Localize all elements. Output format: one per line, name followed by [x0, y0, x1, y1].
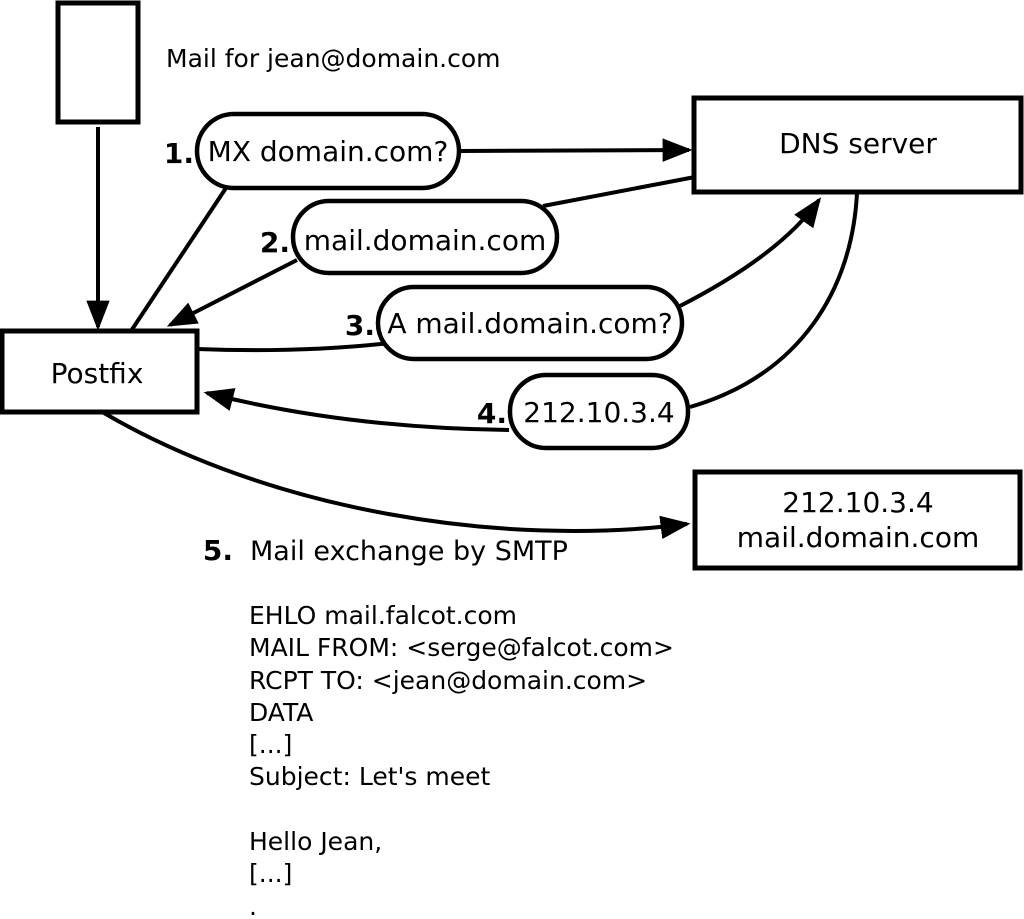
step4-number: 4. — [477, 397, 507, 430]
postfix-node — [0, 328, 200, 415]
line-dns-to-answer2 — [542, 175, 696, 208]
line-postfix-to-query1 — [129, 186, 228, 333]
mailserver-node — [692, 469, 1023, 571]
pill-step3-query-a — [375, 284, 685, 362]
arrow-query1-to-dns — [459, 138, 693, 162]
mailserver-ip-label: 212.10.3.4 — [782, 486, 933, 519]
postfix-label: Postfix — [51, 357, 144, 390]
mailserver-hostname-label: mail.domain.com — [737, 521, 979, 554]
step1-number: 1. — [164, 137, 194, 170]
step5-label: Mail exchange by SMTP — [250, 536, 568, 567]
pill-step2-label: mail.domain.com — [304, 224, 546, 257]
step5-number: 5. — [203, 534, 233, 567]
step2-number: 2. — [260, 226, 290, 259]
pill-step4-label: 212.10.3.4 — [523, 396, 674, 429]
arrow-answer2-to-postfix — [166, 258, 298, 327]
pill-step2-answer-mx — [290, 198, 560, 276]
pill-step3-label: A mail.domain.com? — [387, 307, 672, 340]
pill-step1-label: MX domain.com? — [208, 135, 449, 168]
line-postfix-to-query3 — [196, 341, 391, 353]
pill-step1-query-mx — [194, 111, 462, 191]
line-dns-to-answer4 — [689, 192, 859, 409]
envelope-icon — [55, 0, 141, 125]
step3-number: 3. — [345, 309, 375, 342]
arrow-smtp-to-mailserver — [102, 411, 691, 539]
arrow-answer4-to-postfix — [203, 388, 510, 432]
dns-server-node — [691, 95, 1024, 195]
pill-step4-answer-ip — [507, 372, 691, 451]
arrow-query3-to-dns — [677, 197, 822, 309]
mail-note: Mail for jean@domain.com — [166, 44, 501, 73]
smtp-session-transcript: EHLO mail.falcot.com MAIL FROM: <serge@f… — [249, 601, 674, 919]
dns-server-label: DNS server — [779, 127, 937, 160]
